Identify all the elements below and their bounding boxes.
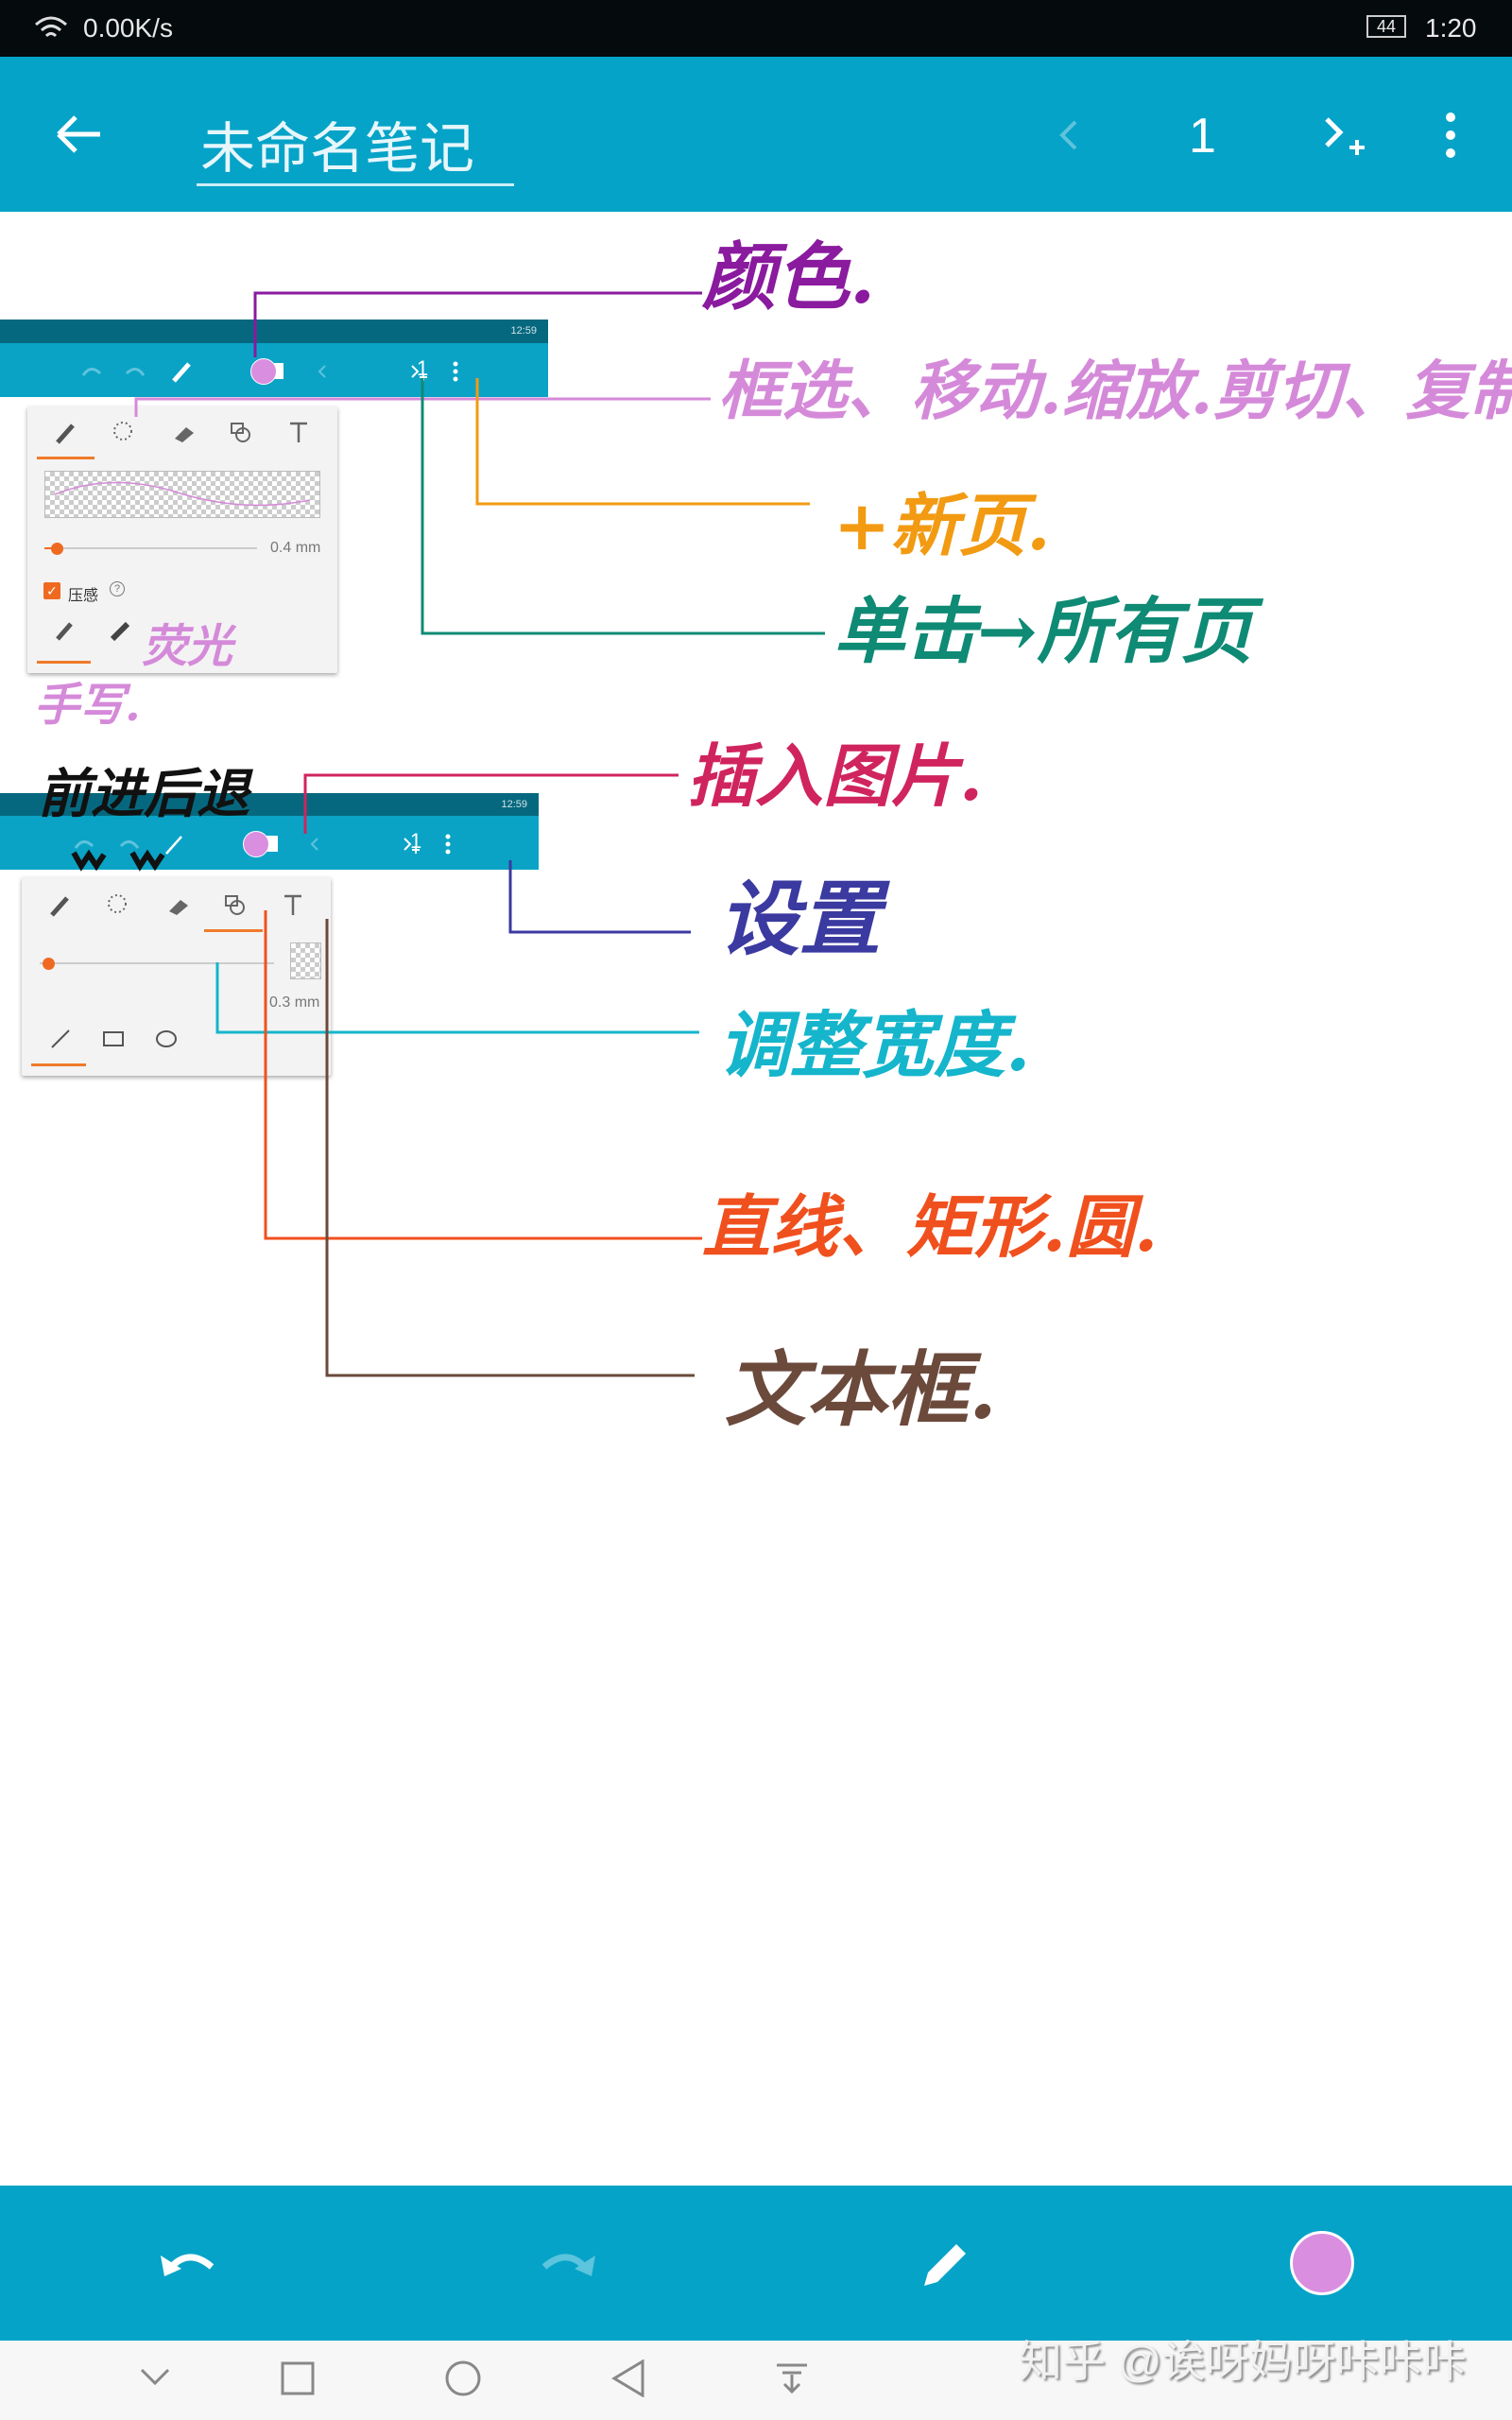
pen-type-underline <box>37 661 91 664</box>
annotation-highlighter: 荧光 <box>142 620 233 673</box>
annotation-insert-image: 插入图片. <box>687 735 984 816</box>
undo-icon[interactable] <box>159 2246 219 2280</box>
system-nav-bar <box>0 2341 1512 2420</box>
prev-page-icon[interactable] <box>1057 119 1081 151</box>
pen-icon[interactable] <box>917 2237 973 2293</box>
annotation-shapes: 直线、矩形.圆. <box>702 1186 1159 1267</box>
more-vert-icon[interactable] <box>1442 110 1459 161</box>
shape-type-icons[interactable] <box>41 1027 182 1051</box>
annotation-handwrite: 手写. <box>34 679 141 732</box>
annotation-color: 颜色. <box>702 234 876 320</box>
lasso-icon <box>113 422 132 441</box>
pressure-checkbox[interactable]: ✓ <box>43 582 60 599</box>
lasso-leader-line <box>134 397 711 417</box>
shapes-settings-panel: 0.3 mm <box>22 877 331 1076</box>
slider-knob-2[interactable] <box>43 958 55 970</box>
pen-icon <box>172 362 191 383</box>
note-title[interactable]: 未命名笔记 <box>200 118 475 180</box>
annotation-all-pages: 单击→所有页 <box>833 589 1253 673</box>
undo-icon <box>81 368 102 376</box>
embedded-toolbar: 1 <box>0 343 548 397</box>
network-speed: 0.00K/s <box>83 13 173 43</box>
recents-icon[interactable] <box>281 2361 315 2395</box>
stroke-preview <box>44 471 320 518</box>
width-slider[interactable] <box>44 547 257 549</box>
color-swatch-2[interactable] <box>243 831 269 857</box>
chevron-down-icon[interactable] <box>140 2367 170 2386</box>
back-icon[interactable] <box>610 2360 646 2397</box>
back-arrow-icon[interactable] <box>55 113 102 155</box>
width-preview <box>290 942 321 979</box>
current-color-swatch[interactable] <box>1290 2231 1354 2295</box>
pen-tab-icon <box>56 424 75 444</box>
tool-tabs[interactable] <box>46 420 330 446</box>
redo-icon[interactable] <box>537 2246 597 2280</box>
pressure-label: 压感 <box>68 588 99 604</box>
width-label: 0.4 mm <box>270 540 321 556</box>
pen-settings-panel: 0.4 mm ✓ 压感 ? <box>27 406 337 673</box>
prev-icon <box>318 365 326 378</box>
all-pages-leader-line <box>421 378 825 635</box>
active-tab-underline <box>37 457 94 459</box>
bottom-toolbar <box>0 2186 1512 2341</box>
help-icon[interactable]: ? <box>110 581 125 596</box>
page-number[interactable]: 1 <box>1189 109 1216 164</box>
embedded-status-bar: 12:59 <box>0 320 548 343</box>
annotation-lasso: 框选、移动.缩放.剪切、复制 <box>718 354 1512 429</box>
app-bar: 未命名笔记 1 <box>0 57 1512 212</box>
new-page-leader-line <box>475 378 810 506</box>
redo-icon <box>125 368 146 376</box>
insert-image-leader-line <box>303 773 679 834</box>
wifi-icon <box>35 16 67 38</box>
annotation-width: 调整宽度. <box>718 1003 1031 1087</box>
width-label-2: 0.3 mm <box>269 994 320 1011</box>
clock: 1:20 <box>1425 13 1477 43</box>
embedded-clock-2: 12:59 <box>501 799 527 810</box>
textbox-leader-line <box>325 919 695 1377</box>
watermark: 知乎 @诶呀妈呀咔咔咔 <box>1019 2337 1467 2386</box>
shape-type-underline <box>31 1063 86 1066</box>
text-icon <box>290 422 307 442</box>
active-tab-underline-2 <box>204 929 263 932</box>
embedded-status-bar-2: 12:59 <box>0 793 539 816</box>
embedded-page-number-2: 1 <box>410 829 422 853</box>
color-swatch[interactable] <box>250 358 277 385</box>
title-underline <box>197 183 514 186</box>
pen-type-icons[interactable] <box>46 618 160 641</box>
width-slider-2[interactable] <box>40 962 274 964</box>
status-bar: 0.00K/s 44 1:20 <box>0 0 1512 57</box>
shapes-leader-line <box>264 910 702 1240</box>
notification-pull-icon[interactable] <box>775 2361 809 2395</box>
shapes-icon <box>235 427 250 442</box>
slider-knob[interactable] <box>51 543 63 555</box>
embedded-page-number: 1 <box>417 356 429 380</box>
annotation-settings: 设置 <box>718 872 881 967</box>
settings-leader-line <box>508 860 691 934</box>
battery-indicator: 44 <box>1366 15 1406 38</box>
annotation-undo-redo: 前进后退 <box>38 763 249 825</box>
color-leader-line <box>253 291 702 357</box>
eraser-icon <box>175 427 194 442</box>
next-page-add-icon[interactable] <box>1323 115 1368 161</box>
undo-redo-marks <box>71 849 165 872</box>
annotation-textbox: 文本框. <box>725 1342 997 1438</box>
width-leader-line <box>215 962 699 1034</box>
annotation-new-page: +新页. <box>833 485 1051 565</box>
tool-tabs-2[interactable] <box>41 892 324 919</box>
home-icon[interactable] <box>444 2360 482 2397</box>
embedded-clock: 12:59 <box>510 325 537 337</box>
